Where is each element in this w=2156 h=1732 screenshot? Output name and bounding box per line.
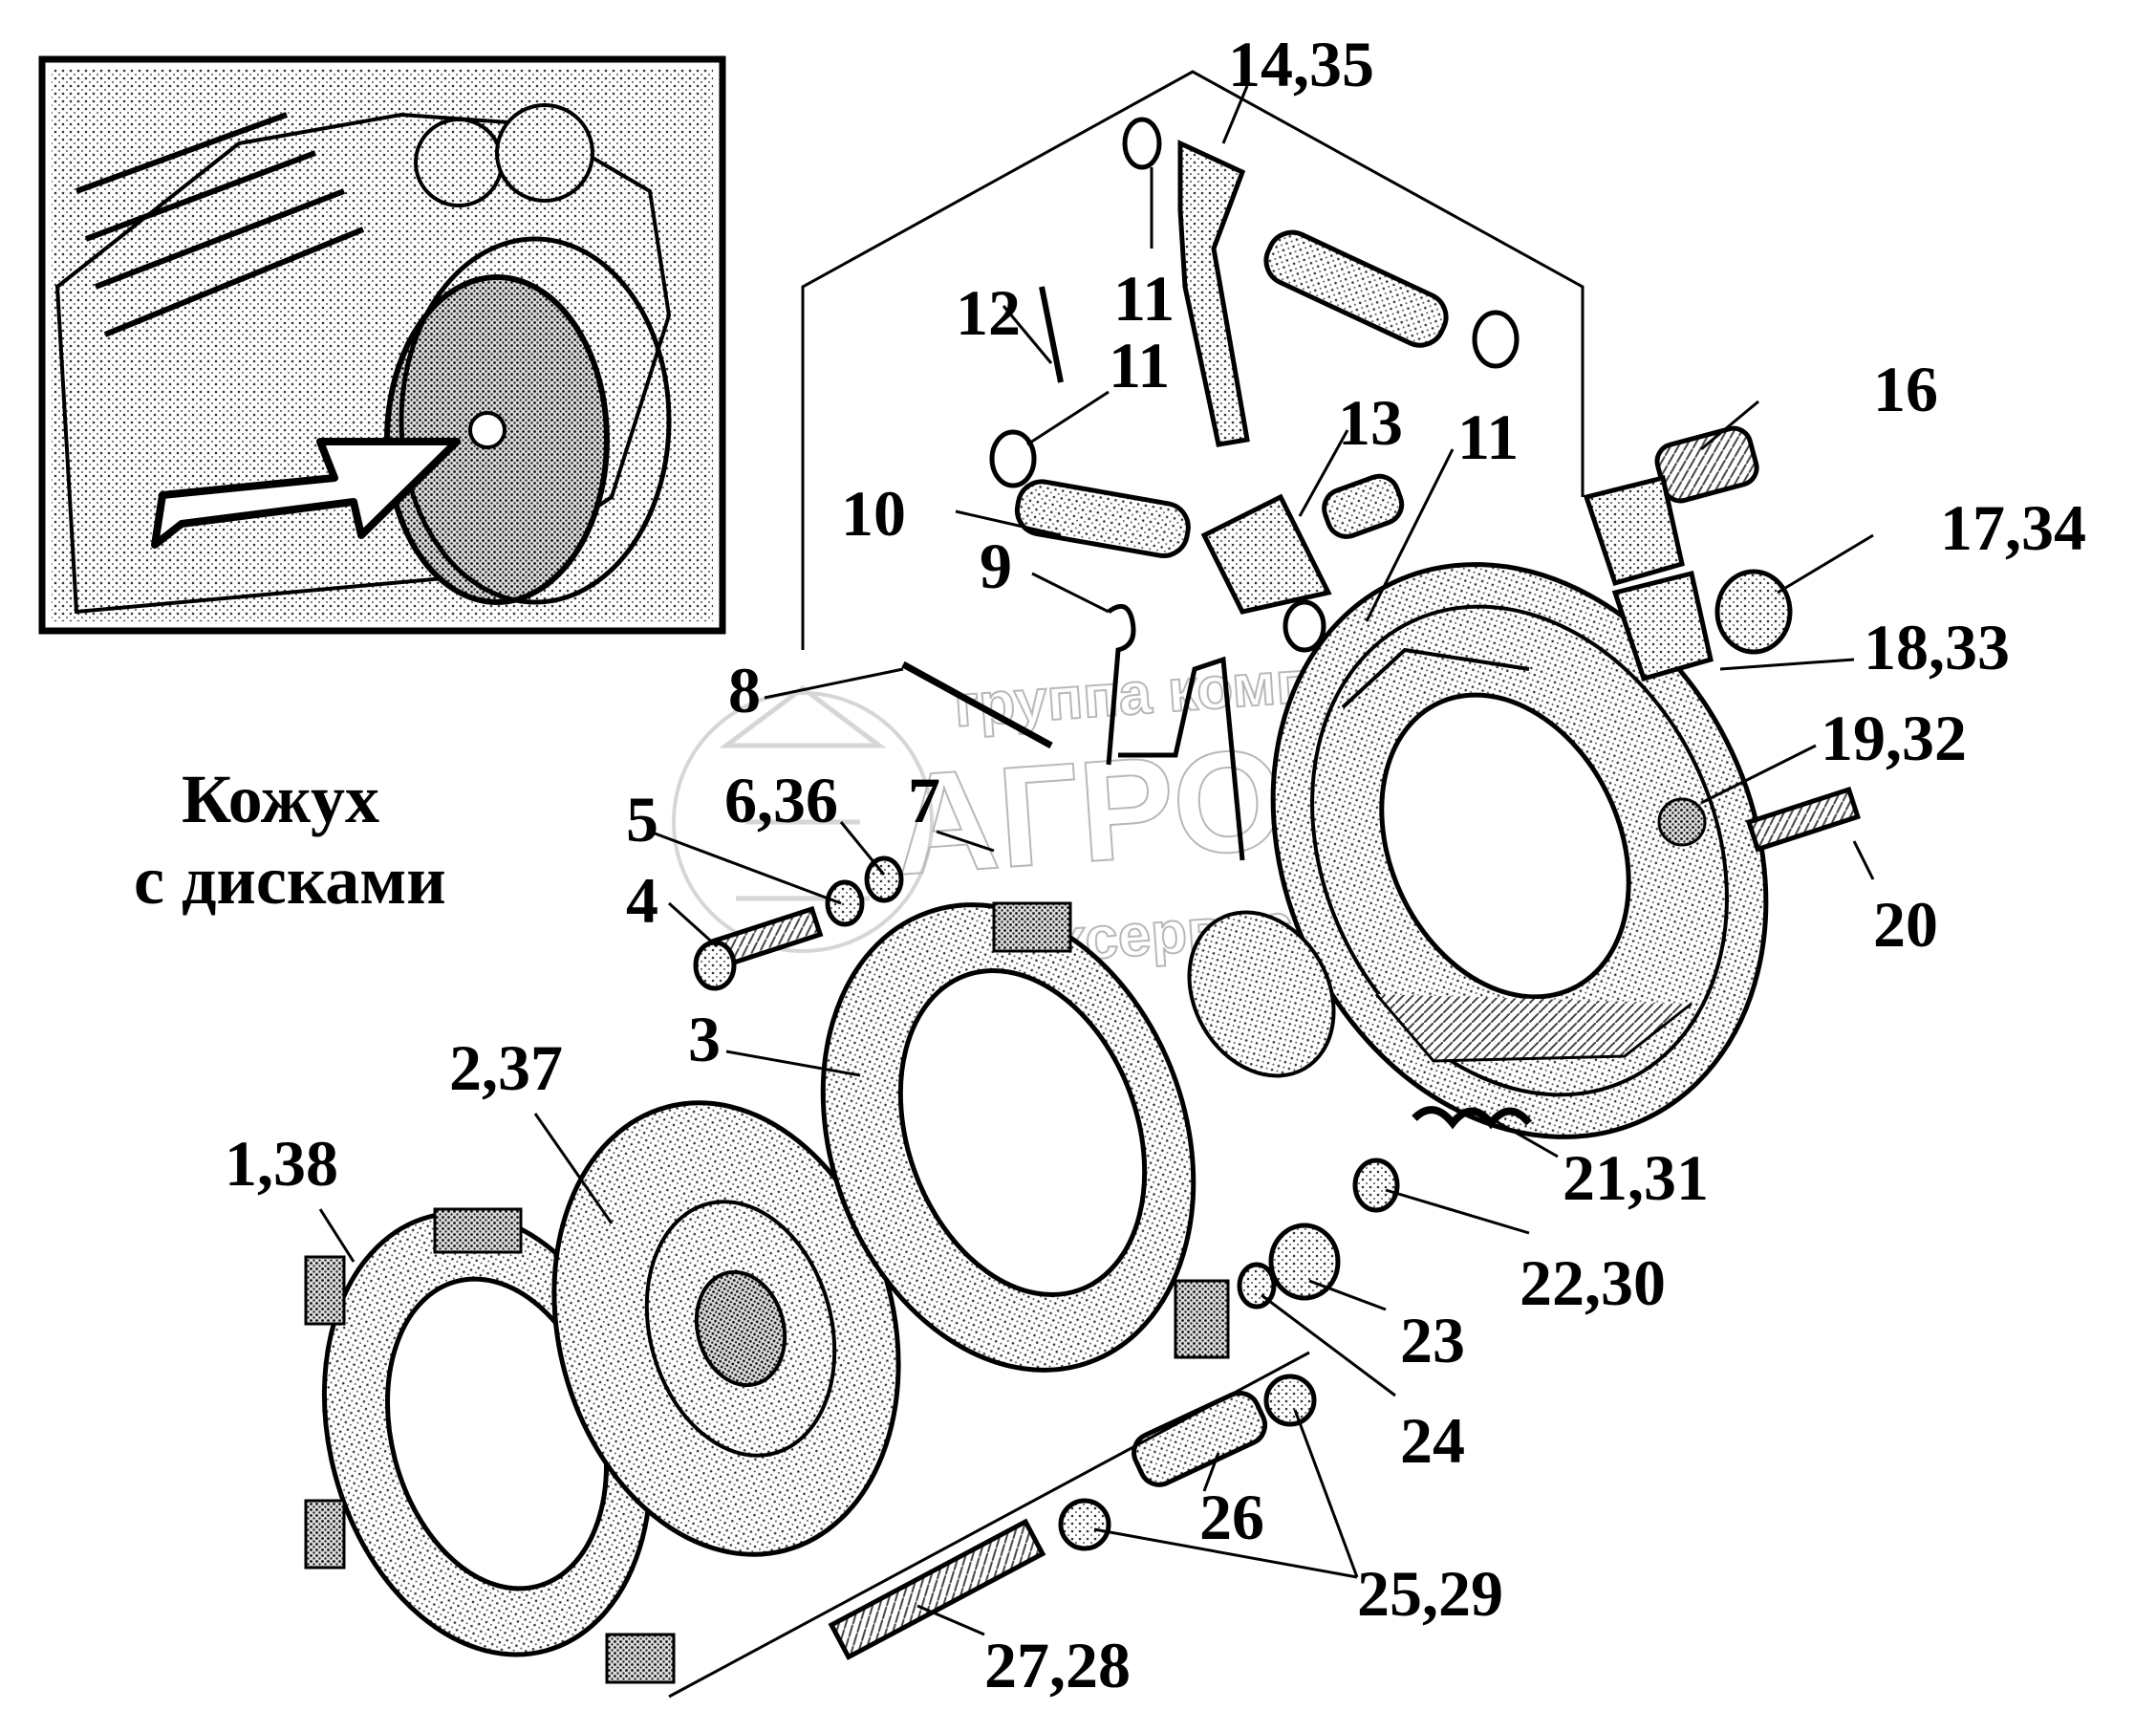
engine-photo-inset bbox=[38, 55, 726, 635]
label-1-38: 1,38 bbox=[225, 1127, 338, 1200]
part-7-lock-plate bbox=[1187, 910, 1336, 1078]
part-3-friction-disc bbox=[820, 901, 1230, 1373]
engine-photo-icon bbox=[52, 69, 713, 621]
label-19-32: 19,32 bbox=[1821, 702, 1967, 774]
label-11-top: 11 bbox=[1113, 262, 1175, 335]
label-7: 7 bbox=[908, 764, 940, 836]
label-12: 12 bbox=[956, 276, 1021, 349]
label-18-33: 18,33 bbox=[1864, 611, 2010, 683]
caption-line-1: Кожух bbox=[182, 761, 379, 837]
label-20: 20 bbox=[1873, 888, 1938, 961]
caption-line-2: с дисками bbox=[134, 842, 446, 919]
leader-lines bbox=[318, 85, 1875, 1699]
linkage-group-outline bbox=[801, 70, 1585, 650]
label-6-36: 6,36 bbox=[724, 764, 838, 836]
label-8: 8 bbox=[728, 654, 761, 726]
label-5: 5 bbox=[626, 783, 658, 855]
label-16: 16 bbox=[1873, 353, 1938, 425]
label-14-35: 14,35 bbox=[1228, 28, 1374, 100]
label-2-37: 2,37 bbox=[449, 1031, 563, 1104]
label-10: 10 bbox=[841, 477, 906, 550]
label-4: 4 bbox=[626, 864, 658, 937]
label-22-30: 22,30 bbox=[1520, 1246, 1666, 1319]
hardware-parts bbox=[693, 425, 1862, 1660]
label-27-28: 27,28 bbox=[984, 1629, 1131, 1701]
label-9: 9 bbox=[980, 530, 1012, 602]
label-26: 26 bbox=[1199, 1481, 1264, 1553]
clutch-housing bbox=[1270, 562, 1769, 1139]
pointer-arrow-icon bbox=[151, 438, 461, 549]
label-24: 24 bbox=[1400, 1404, 1465, 1477]
label-21-31: 21,31 bbox=[1563, 1141, 1709, 1214]
linkage-parts bbox=[901, 117, 1520, 861]
label-17-34: 17,34 bbox=[1940, 491, 2086, 564]
label-23: 23 bbox=[1400, 1304, 1465, 1376]
label-25-29: 25,29 bbox=[1357, 1557, 1503, 1630]
label-13: 13 bbox=[1338, 386, 1403, 459]
label-3: 3 bbox=[688, 1003, 721, 1075]
part-2-37-driven-disc bbox=[551, 1100, 901, 1557]
label-11-left: 11 bbox=[1109, 329, 1170, 401]
label-11-right: 11 bbox=[1457, 401, 1519, 473]
